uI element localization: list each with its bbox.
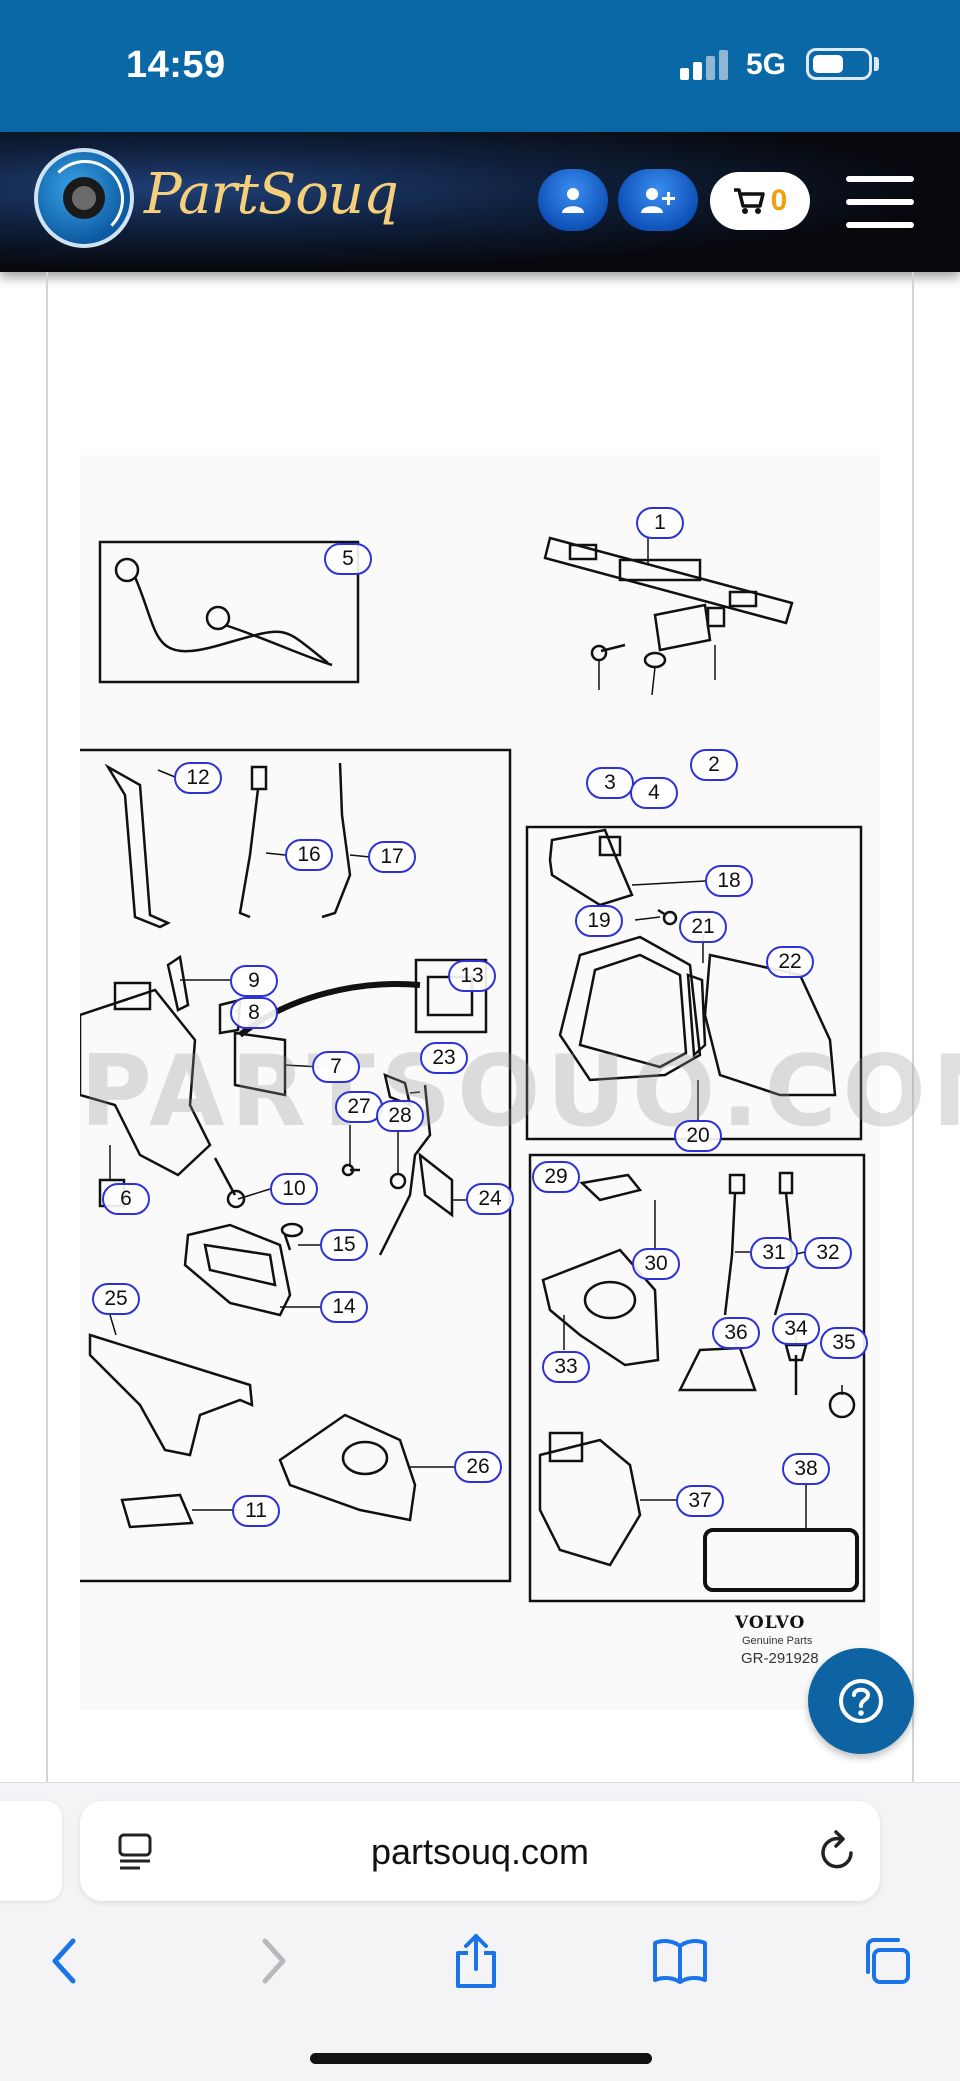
user-plus-icon <box>641 188 675 213</box>
callout-7[interactable]: 7 <box>312 1051 360 1083</box>
tabs-button[interactable] <box>856 1931 916 1991</box>
home-indicator <box>310 2053 652 2064</box>
callout-22[interactable]: 22 <box>766 946 814 978</box>
status-time: 14:59 <box>126 44 226 86</box>
battery-tip <box>874 57 879 71</box>
callout-32[interactable]: 32 <box>804 1237 852 1269</box>
status-bar: 14:59 5G <box>0 0 960 132</box>
callout-10[interactable]: 10 <box>270 1173 318 1205</box>
callout-19[interactable]: 19 <box>575 905 623 937</box>
callout-36[interactable]: 36 <box>712 1317 760 1349</box>
share-button[interactable] <box>446 1931 506 1991</box>
callout-35[interactable]: 35 <box>820 1327 868 1359</box>
callout-17[interactable]: 17 <box>368 841 416 873</box>
callout-5[interactable]: 5 <box>324 543 372 575</box>
parts-diagram[interactable]: PARTSOUQ.COM 1 2 3 4 5 6 7 8 9 10 11 12 … <box>80 455 960 1710</box>
brand-name[interactable]: PartSouq <box>144 162 399 227</box>
callout-30[interactable]: 30 <box>632 1248 680 1280</box>
callout-12[interactable]: 12 <box>174 762 222 794</box>
callout-13[interactable]: 13 <box>448 960 496 992</box>
help-button[interactable] <box>808 1648 914 1754</box>
hamburger-menu-icon[interactable] <box>846 176 914 228</box>
partsouq-logo[interactable] <box>34 148 134 248</box>
reader-mode-icon[interactable] <box>118 1831 154 1871</box>
callout-38[interactable]: 38 <box>782 1453 830 1485</box>
forward-chevron-icon <box>262 1938 286 1984</box>
callout-18[interactable]: 18 <box>705 865 753 897</box>
callout-3[interactable]: 3 <box>586 767 634 799</box>
watermark: PARTSOUQ.COM <box>80 1035 960 1149</box>
callout-31[interactable]: 31 <box>750 1237 798 1269</box>
cart-button[interactable]: 0 <box>710 172 810 230</box>
callout-1[interactable]: 1 <box>636 507 684 539</box>
battery-icon <box>806 48 872 80</box>
callout-4[interactable]: 4 <box>630 777 678 809</box>
callout-14[interactable]: 14 <box>320 1291 368 1323</box>
callout-20[interactable]: 20 <box>674 1120 722 1152</box>
bookmarks-button[interactable] <box>650 1931 710 1991</box>
cellular-signal-icon <box>680 50 730 80</box>
cart-count: 0 <box>770 184 788 217</box>
callout-24[interactable]: 24 <box>466 1183 514 1215</box>
volvo-brand: VOLVO <box>735 1613 806 1633</box>
diagram-drawing <box>80 533 866 1603</box>
user-icon <box>562 188 584 213</box>
forward-button[interactable] <box>244 1931 304 1991</box>
share-icon <box>456 1934 496 1988</box>
callout-37[interactable]: 37 <box>676 1485 724 1517</box>
back-chevron-icon <box>52 1938 76 1984</box>
address-bar[interactable]: partsouq.com <box>80 1801 880 1901</box>
genuine-parts-label: Genuine Parts <box>742 1635 813 1647</box>
back-button[interactable] <box>34 1931 94 1991</box>
register-button[interactable] <box>618 169 698 231</box>
callout-21[interactable]: 21 <box>679 911 727 943</box>
bookmarks-icon <box>653 1939 707 1984</box>
help-icon <box>839 1679 883 1723</box>
login-button[interactable] <box>538 169 608 231</box>
callout-28[interactable]: 28 <box>376 1100 424 1132</box>
browser-toolbar: partsouq.com <box>0 1782 960 2081</box>
callout-6[interactable]: 6 <box>102 1183 150 1215</box>
callout-33[interactable]: 33 <box>542 1351 590 1383</box>
diagram-reference: GR-291928 <box>741 1650 819 1667</box>
callout-2[interactable]: 2 <box>690 749 738 781</box>
callout-8[interactable]: 8 <box>230 997 278 1029</box>
previous-tab-peek[interactable] <box>0 1801 62 1901</box>
callout-11[interactable]: 11 <box>232 1495 280 1527</box>
network-type: 5G <box>746 48 787 81</box>
cart-icon <box>733 188 765 214</box>
tabs-icon <box>866 1938 910 1984</box>
callout-29[interactable]: 29 <box>532 1161 580 1193</box>
reload-icon[interactable] <box>818 1829 858 1871</box>
site-header: PartSouq 0 <box>0 132 960 272</box>
callout-26[interactable]: 26 <box>454 1451 502 1483</box>
callout-9[interactable]: 9 <box>230 965 278 997</box>
content-frame <box>46 272 914 1782</box>
callout-25[interactable]: 25 <box>92 1283 140 1315</box>
url-text[interactable]: partsouq.com <box>370 1831 590 1872</box>
callout-16[interactable]: 16 <box>285 839 333 871</box>
callout-27[interactable]: 27 <box>335 1091 383 1123</box>
callout-23[interactable]: 23 <box>420 1042 468 1074</box>
callout-34[interactable]: 34 <box>772 1313 820 1345</box>
callout-15[interactable]: 15 <box>320 1229 368 1261</box>
